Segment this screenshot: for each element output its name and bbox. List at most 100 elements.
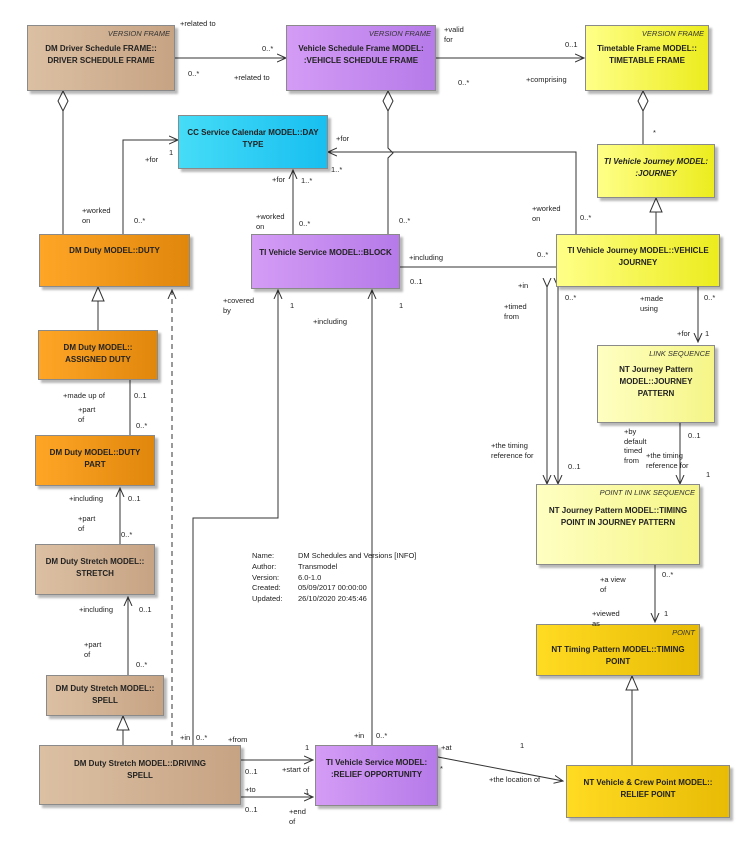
aggregation-diamond-timetable xyxy=(637,89,649,113)
role-label: +viewed as xyxy=(592,609,620,628)
multiplicity-label: 1 xyxy=(290,301,295,310)
multiplicity-label: 0..1 xyxy=(245,805,258,814)
multiplicity-label: 1 xyxy=(305,743,310,752)
role-label: +at xyxy=(441,743,452,752)
multiplicity-label: 0..* xyxy=(262,44,274,53)
multiplicity-label: 0..* xyxy=(134,216,146,225)
timing-point-in-journey-pattern-box[interactable]: POINT IN LINK SEQUENCE NT Journey Patter… xyxy=(536,484,700,565)
info-row-created: Created: 05/09/2017 00:00:00 xyxy=(252,583,416,594)
driving-spell-box[interactable]: DM Duty Stretch MODEL::DRIVING SPELL xyxy=(39,745,241,805)
role-label: +in xyxy=(180,733,191,742)
info-key: Version: xyxy=(252,572,280,582)
multiplicity-label: 0..* xyxy=(458,78,470,87)
info-value: 05/09/2017 00:00:00 xyxy=(298,583,367,593)
aggregation-diamond-vehicle-frame xyxy=(382,89,394,113)
class-name: NT Journey Pattern MODEL::TIMING POINT I… xyxy=(548,506,688,527)
info-row-version: Version: 6.0-1.0 xyxy=(252,573,416,584)
info-key: Name: xyxy=(252,551,275,560)
assigned-duty-box[interactable]: DM Duty MODEL:: ASSIGNED DUTY xyxy=(38,330,158,380)
class-name: NT Vehicle & Crew Point MODEL:: RELIEF P… xyxy=(583,778,713,799)
relief-point-box[interactable]: NT Vehicle & Crew Point MODEL:: RELIEF P… xyxy=(566,765,730,818)
role-label: +in xyxy=(518,281,529,290)
class-name: Timetable Frame MODEL:: TIMETABLE FRAME xyxy=(597,44,697,65)
info-row-author: Author: Transmodel xyxy=(252,562,416,573)
role-label: +comprising xyxy=(526,75,567,84)
multiplicity-label: 0..* xyxy=(580,213,592,222)
journey-pattern-box[interactable]: LINK SEQUENCE NT Journey Pattern MODEL::… xyxy=(597,345,715,423)
multiplicity-label: 0..* xyxy=(376,731,388,740)
multiplicity-label: 0..1 xyxy=(565,40,578,49)
role-label: +valid for xyxy=(444,25,464,44)
multiplicity-label: 1 xyxy=(169,148,174,157)
aggregation-diamond-driver-frame xyxy=(57,89,69,113)
role-label: +worked on xyxy=(256,212,285,231)
role-label: +part of xyxy=(78,514,96,533)
multiplicity-label: 1..* xyxy=(301,176,313,185)
class-name: DM Duty MODEL::DUTY xyxy=(69,246,160,255)
role-label: +covered by xyxy=(223,296,255,315)
role-label: +for xyxy=(272,175,286,184)
role-label: +part of xyxy=(78,405,96,424)
role-label: +including xyxy=(79,605,113,614)
role-label: +related to xyxy=(234,73,270,82)
multiplicity-label: 0..1 xyxy=(688,431,701,440)
role-label: +including xyxy=(69,494,103,503)
spell-box[interactable]: DM Duty Stretch MODEL:: SPELL xyxy=(46,675,164,716)
timetable-frame-box[interactable]: VERSION FRAME Timetable Frame MODEL:: TI… xyxy=(585,25,709,91)
role-label: +worked on xyxy=(532,204,561,223)
multiplicity-label: * xyxy=(440,764,443,773)
vehicle-journey-box[interactable]: TI Vehicle Journey MODEL::VEHICLE JOURNE… xyxy=(556,234,720,287)
journey-box[interactable]: TI Vehicle Journey MODEL: :JOURNEY xyxy=(597,144,715,198)
info-row-name: Name:DM Schedules and Versions [INFO] xyxy=(252,551,416,562)
role-label: +the location of xyxy=(489,775,541,784)
assoc-drivingspell-block xyxy=(192,290,278,745)
block-box[interactable]: TI Vehicle Service MODEL::BLOCK xyxy=(251,234,400,289)
multiplicity-label: 0..* xyxy=(704,293,716,302)
class-name: TI Vehicle Journey MODEL: :JOURNEY xyxy=(603,157,709,178)
duty-part-box[interactable]: DM Duty MODEL::DUTY PART xyxy=(35,435,155,486)
info-key: Created: xyxy=(252,583,281,593)
timing-point-box[interactable]: POINT NT Timing Pattern MODEL::TIMING PO… xyxy=(536,624,700,676)
multiplicity-label: 1 xyxy=(664,609,669,618)
stereotype-label: VERSION FRAME xyxy=(641,29,704,38)
role-label: +for xyxy=(145,155,159,164)
multiplicity-label: 0..* xyxy=(299,219,311,228)
multiplicity-label: 0..1 xyxy=(410,277,423,286)
driver-schedule-frame-box[interactable]: VERSION FRAME DM Driver Schedule FRAME::… xyxy=(27,25,175,91)
role-label: +end of xyxy=(289,807,306,826)
info-row-updated: Updated:26/10/2020 20:45:46 xyxy=(252,594,416,605)
info-value: Transmodel xyxy=(298,561,338,571)
class-name: Vehicle Schedule Frame MODEL: :VEHICLE S… xyxy=(298,44,424,65)
multiplicity-label: 0..* xyxy=(121,530,133,539)
role-label: +related to xyxy=(180,19,216,28)
info-value: 6.0-1.0 xyxy=(298,572,322,582)
role-label: +made using xyxy=(640,294,664,313)
multiplicity-label: 1 xyxy=(706,470,711,479)
duty-box[interactable]: DM Duty MODEL::DUTY xyxy=(39,234,190,287)
class-name: DM Duty MODEL::DUTY PART xyxy=(49,448,141,469)
relief-opportunity-box[interactable]: TI Vehicle Service MODEL: :RELIEF OPPORT… xyxy=(315,745,438,806)
diagram-info-note: Name:DM Schedules and Versions [INFO] Au… xyxy=(252,551,416,605)
class-name: DM Duty Stretch MODEL:: SPELL xyxy=(55,684,155,705)
multiplicity-label: 1..* xyxy=(331,165,343,174)
stereotype-label: VERSION FRAME xyxy=(368,29,431,38)
multiplicity-label: 1 xyxy=(705,329,710,338)
role-label: +including xyxy=(313,317,347,326)
class-name: TI Vehicle Journey MODEL::VEHICLE JOURNE… xyxy=(567,246,709,267)
day-type-box[interactable]: CC Service Calendar MODEL::DAY TYPE xyxy=(178,115,328,169)
info-key: Author: xyxy=(252,561,277,571)
class-name: TI Vehicle Service MODEL::BLOCK xyxy=(259,248,392,257)
role-label: +a view of xyxy=(600,575,626,594)
generalization-triangle-spell xyxy=(116,714,130,731)
multiplicity-label: 0..1 xyxy=(128,494,141,503)
aggregation-vehicle-frame-block xyxy=(387,91,394,234)
role-label: +start of xyxy=(282,765,310,774)
vehicle-schedule-frame-box[interactable]: VERSION FRAME Vehicle Schedule Frame MOD… xyxy=(286,25,436,91)
stereotype-label: VERSION FRAME xyxy=(107,29,170,38)
role-label: +by default timed from xyxy=(624,427,647,465)
stretch-box[interactable]: DM Duty Stretch MODEL:: STRETCH xyxy=(35,544,155,595)
multiplicity-label: 0..1 xyxy=(139,605,152,614)
multiplicity-label: 0..* xyxy=(136,660,148,669)
info-value: 26/10/2020 20:45:46 xyxy=(298,594,367,604)
stereotype-label: POINT xyxy=(672,628,695,637)
